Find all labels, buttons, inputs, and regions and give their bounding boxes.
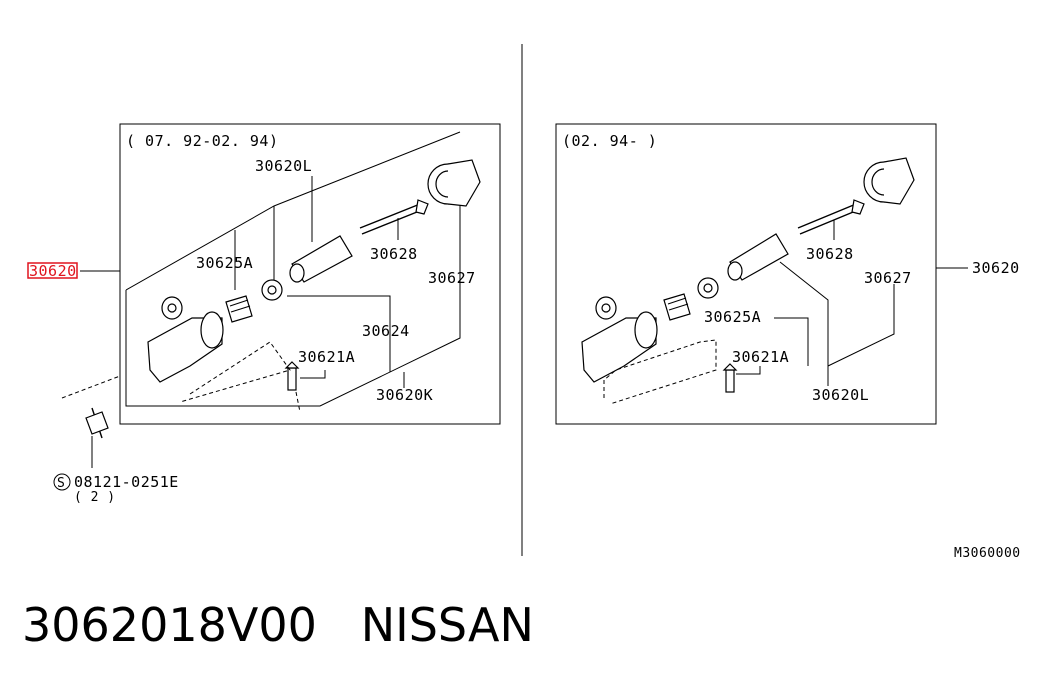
right-piston (727, 233, 789, 281)
label-30624[interactable]: 30624 (362, 322, 410, 340)
left-ring-30624 (261, 279, 283, 301)
part-number: 3062018V00 (22, 598, 317, 652)
left-panel-frame (119, 123, 501, 425)
label-30628[interactable]: 30628 (370, 245, 418, 263)
right-boot-30627 (863, 157, 915, 205)
right-boot-30625A (663, 293, 691, 321)
highlighted-part-number[interactable]: 30620 (29, 262, 77, 280)
label-30620K[interactable]: 30620K (376, 386, 433, 404)
right-bleeder-30621A (722, 363, 738, 393)
r-leader-piston (779, 261, 829, 366)
left-bleeder-dash (295, 391, 301, 413)
left-boot-30625A (225, 295, 253, 323)
left-bolt-dashes (61, 341, 291, 403)
label-30627[interactable]: 30627 (428, 269, 476, 287)
diagram-code: M3060000 (954, 546, 1021, 561)
right-slave-cylinder-body (581, 296, 658, 383)
left-date-range: ( 07. 92-02. 94) (126, 132, 279, 150)
label-30621A[interactable]: 30621A (298, 348, 355, 366)
left-bleeder-30621A (284, 361, 300, 391)
r-leader-30621A (736, 366, 761, 375)
r-label-30625A[interactable]: 30625A (704, 308, 761, 326)
label-30620L[interactable]: 30620L (255, 157, 312, 175)
right-ring (697, 277, 719, 299)
r-label-30627[interactable]: 30627 (864, 269, 912, 287)
bolt-code[interactable]: 08121-0251E (74, 473, 179, 491)
brand-name: NISSAN (360, 598, 534, 652)
left-assembly-bottom-line (125, 200, 461, 407)
r-leader-30627 (827, 284, 895, 367)
left-bolt (85, 407, 109, 439)
left-pushrod-30628 (359, 199, 429, 235)
right-part-number[interactable]: 30620 (972, 259, 1020, 277)
r-leader-30625A (774, 317, 809, 366)
highlight-box (27, 262, 78, 279)
left-boot-30627 (427, 159, 481, 207)
leader-30621A (300, 370, 326, 379)
right-body-dashes (603, 339, 717, 405)
r-label-30628[interactable]: 30628 (806, 245, 854, 263)
label-30625A[interactable]: 30625A (196, 254, 253, 272)
left-slave-cylinder-body (147, 296, 224, 383)
bolt-qty: ( 2 ) (74, 490, 116, 505)
right-panel-frame (555, 123, 937, 425)
right-pushrod-30628 (797, 199, 865, 235)
bolt-symbol-circle (53, 473, 71, 491)
r-label-30621A[interactable]: 30621A (732, 348, 789, 366)
part-title: 3062018V00 NISSAN (22, 598, 534, 652)
right-date-range: (02. 94- ) (562, 132, 657, 150)
left-piston-30620L (289, 235, 353, 283)
leader-30624 (287, 295, 391, 372)
r-label-30620L[interactable]: 30620L (812, 386, 869, 404)
bolt-symbol: S (57, 476, 65, 491)
